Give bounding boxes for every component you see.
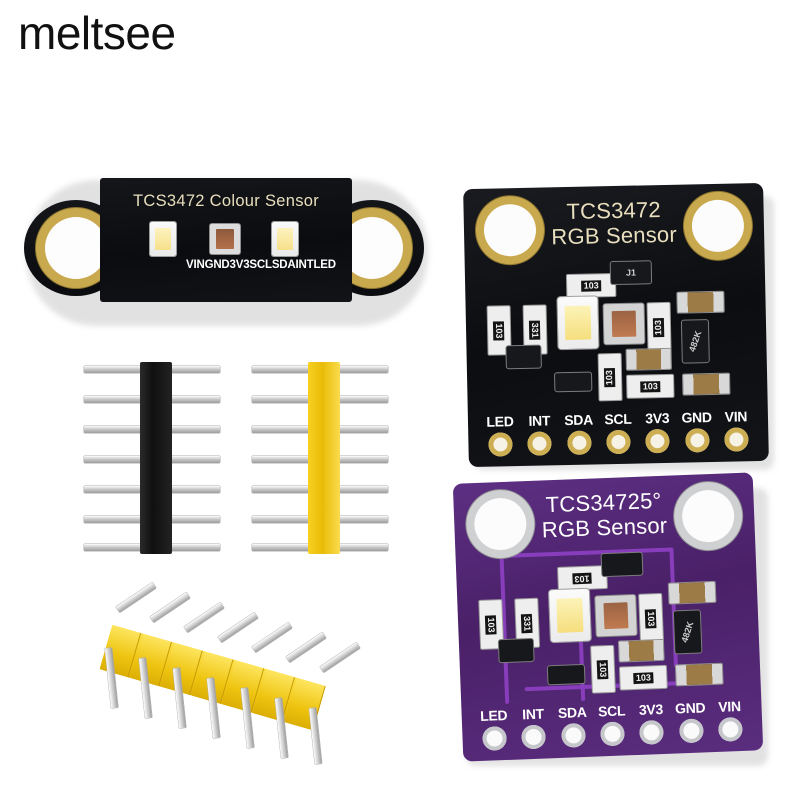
board1-pin-label: SCL (249, 259, 272, 271)
smd-capacitor (677, 291, 724, 313)
tcs3472-sensor-chip-icon (210, 224, 240, 254)
product-right-angle-pin-header-yellow[interactable] (96, 582, 364, 765)
smd-resistor: 103 (566, 274, 616, 298)
smd-code: 103 (653, 317, 665, 337)
smd-resistor: 103 (639, 593, 663, 643)
solder-pad (560, 722, 586, 748)
board3-pin-label: INT (521, 705, 545, 723)
board1-pin-header-area: VIN GND 3V3 SCL SDA INT LED (186, 259, 336, 290)
smd-resistor: 103 (627, 374, 674, 398)
smd-code: 103 (633, 671, 654, 684)
product-pin-header-black[interactable] (84, 358, 220, 558)
transistor-j1: J1 (610, 261, 652, 285)
board1-pin-label: INT (295, 259, 314, 271)
smd-capacitor (618, 639, 664, 662)
solder-pad (717, 716, 743, 742)
board2-pin-label: SCL (604, 410, 632, 428)
product-board-tcs34725-rgb-sensor[interactable]: TCS34725° RGB Sensor 103 103 331 103 103… (452, 472, 764, 762)
white-led-icon (557, 296, 599, 350)
smd-code: 103 (645, 608, 657, 629)
white-led-icon (150, 222, 176, 256)
board1-silkscreen-title: TCS3472 Colour Sensor (132, 192, 320, 210)
transistor (506, 345, 541, 369)
board3-pin-label: SCL (597, 702, 626, 720)
board1-pin-label: SDA (271, 259, 296, 271)
tcs3472-sensor-chip-icon (603, 303, 645, 345)
board2-pin-label: SDA (564, 411, 594, 429)
smd-capacitor (668, 581, 716, 604)
transistor (554, 372, 592, 392)
product-board-tcs3472-rgb-sensor[interactable]: TCS3472 RGB Sensor 103 103 331 103 103 1… (463, 182, 769, 468)
smd-code: 103 (581, 279, 601, 292)
board1-pin-label: VIN (186, 259, 205, 271)
board2-pin-label: GND (681, 409, 712, 426)
smd-resistor: 103 (558, 566, 607, 590)
white-led-icon (548, 588, 591, 643)
header-plastic-body (308, 362, 340, 554)
smd-code: 482K (687, 329, 704, 354)
board2-pin-label: LED (486, 413, 514, 430)
white-led-icon (272, 222, 298, 256)
smd-code: 103 (640, 380, 660, 392)
board2-pin-label: 3V3 (645, 409, 670, 427)
voltage-regulator-482k: 482K (681, 320, 709, 363)
solder-pad (606, 429, 631, 455)
board2-pin-header-area: LED INT SDA SCL 3V3 GND VIN (482, 408, 755, 457)
solder-pad (639, 719, 665, 745)
smd-capacitor (626, 348, 671, 370)
smd-code: 331 (529, 320, 541, 340)
brand-watermark: meltsee (18, 7, 176, 59)
smd-code: 103 (485, 614, 498, 635)
smd-code: 103 (604, 367, 616, 387)
product-pin-header-yellow[interactable] (252, 358, 388, 558)
product-board-tcs3472-colour-sensor[interactable]: TCS3472 Colour Sensor VIN GND 3V3 SCL SD… (18, 172, 430, 324)
transistor (601, 552, 643, 577)
transistor (498, 638, 534, 663)
solder-pad (600, 721, 625, 747)
tcs34725-sensor-chip-icon (595, 594, 637, 637)
board1-pads (186, 273, 266, 290)
smd-code: J1 (625, 267, 637, 278)
board1-pin-label: LED (313, 259, 336, 271)
board3-pin-label: VIN (717, 697, 742, 715)
board3-pin-label: 3V3 (638, 700, 664, 718)
board1-body: TCS3472 Colour Sensor VIN GND 3V3 SCL SD… (100, 178, 352, 302)
transistor (547, 664, 585, 685)
solder-pad (488, 432, 513, 457)
solder-pad (684, 428, 710, 453)
smd-capacitor (675, 663, 723, 686)
solder-pad (724, 427, 749, 452)
smd-resistor: 103 (598, 353, 622, 401)
board1-pin-label: GND (204, 259, 230, 271)
board1-pin-labels: VIN GND 3V3 SCL SDA INT LED (186, 259, 336, 271)
solder-pad (527, 431, 553, 456)
solder-pad (521, 724, 547, 750)
board2-pin-label: VIN (724, 408, 748, 425)
voltage-regulator-482k: 482K (673, 610, 702, 654)
smd-code: 103 (493, 320, 505, 341)
solder-pad (482, 725, 508, 751)
solder-pad (645, 428, 671, 454)
board1-components (100, 218, 352, 268)
board1-pin-label: 3V3 (229, 259, 250, 271)
header-plastic-body (140, 362, 172, 554)
solder-pad (566, 430, 592, 456)
smd-code: 331 (521, 613, 534, 633)
smd-code: 482K (679, 620, 696, 644)
smd-capacitor (683, 373, 730, 395)
board3-pin-label: LED (479, 706, 508, 724)
smd-resistor: 103 (591, 645, 615, 693)
smd-code: 103 (572, 572, 593, 584)
board1-mounting-hole-left (45, 217, 107, 279)
board3-pin-label: GND (674, 699, 706, 717)
board2-pin-label: INT (528, 412, 551, 429)
smd-resistor: 103 (647, 302, 671, 352)
smd-resistor: 103 (619, 665, 667, 690)
solder-pad (678, 718, 704, 744)
board3-pin-label: SDA (557, 703, 587, 721)
smd-code: 103 (597, 659, 609, 679)
